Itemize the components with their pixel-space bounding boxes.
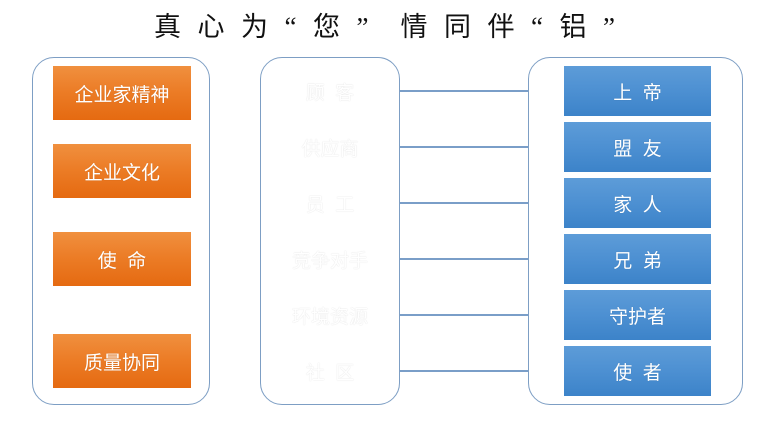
value-item-mission[interactable]: 使 命: [53, 232, 191, 286]
stakeholder-item-supplier[interactable]: 供应商: [301, 138, 359, 160]
stakeholder-item-customer[interactable]: 顾 客: [305, 82, 355, 104]
page-title-bar: 真 心 为 “ 您 ” 情 同 伴 “ 铝 ”: [0, 4, 770, 50]
stakeholder-item-employee[interactable]: 员 工: [305, 194, 355, 216]
role-item-ally[interactable]: 盟 友: [564, 122, 711, 172]
role-item-god[interactable]: 上 帝: [564, 66, 711, 116]
role-item-brother[interactable]: 兄 弟: [564, 234, 711, 284]
stakeholder-item-competitor[interactable]: 竞争对手: [291, 250, 368, 272]
stakeholder-item-environment-resources[interactable]: 环境资源: [291, 306, 368, 328]
role-item-envoy[interactable]: 使 者: [564, 346, 711, 396]
stakeholders-group-container: [260, 57, 400, 405]
value-item-culture[interactable]: 企业文化: [53, 144, 191, 198]
stakeholder-item-community[interactable]: 社 区: [305, 362, 355, 384]
role-item-family[interactable]: 家 人: [564, 178, 711, 228]
role-item-guardian[interactable]: 守护者: [564, 290, 711, 340]
page-title: 真 心 为 “ 您 ” 情 同 伴 “ 铝 ”: [154, 11, 616, 42]
value-item-quality-synergy[interactable]: 质量协同: [53, 334, 191, 388]
value-item-entrepreneurship[interactable]: 企业家精神: [53, 66, 191, 120]
